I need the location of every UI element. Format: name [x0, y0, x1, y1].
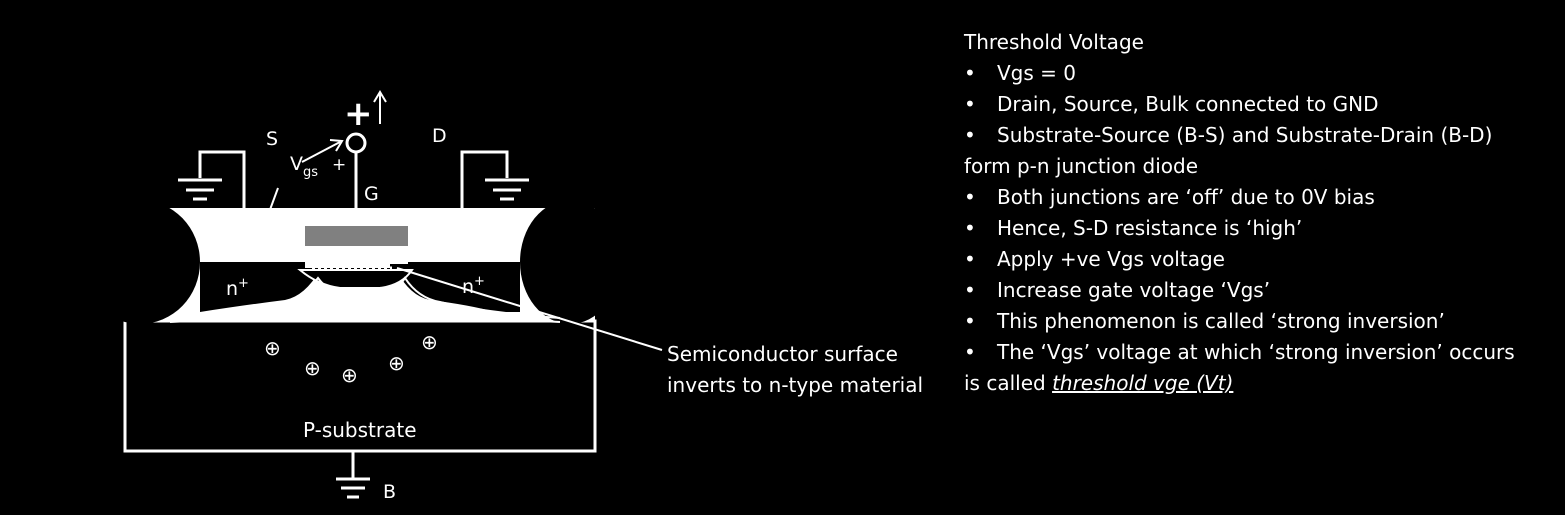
n-right-sup: + [474, 274, 485, 289]
drain-wire [460, 150, 509, 262]
plus-terminal-label: + [344, 94, 373, 134]
bullet-icon: • [964, 216, 976, 240]
annotation-line-1: Semiconductor surface [667, 342, 898, 366]
notes-title: Threshold Voltage [964, 30, 1144, 54]
bullet-text: Both junctions are ‘off’ due to 0V bias [997, 185, 1375, 209]
list-item: •The ‘Vgs’ voltage at which ‘strong inve… [964, 337, 1524, 399]
hole-icon: ⊕ [421, 330, 438, 354]
notes-panel: Threshold Voltage • Vgs = 0 • Drain, Sourc… [964, 27, 1524, 399]
bullet-icon: • [964, 309, 976, 333]
bullet-icon: • [964, 123, 976, 147]
list-item: • Increase gate voltage ‘Vgs’ [964, 275, 1524, 306]
bullet-text: The ‘Vgs’ voltage at which ‘strong inver… [964, 340, 1515, 395]
n-plus-and-channel-region [200, 262, 520, 312]
source-wire [198, 150, 246, 262]
source-label: S [266, 128, 278, 150]
n-plus-left-label: n+ [226, 276, 249, 300]
vgs-label: Vgs [290, 153, 318, 180]
bullet-icon: • [964, 61, 976, 85]
threshold-term: threshold vge (Vt) [1052, 371, 1234, 395]
list-item: • Vgs = 0 [964, 58, 1524, 89]
n-right-text: n [462, 276, 474, 298]
right-contact [520, 200, 620, 324]
plus-polarity-label: + [332, 155, 346, 175]
gate-charges: +++++++ [310, 211, 413, 231]
bullet-text: This phenomenon is called ‘strong invers… [997, 309, 1445, 333]
annotation-pointer [396, 267, 663, 351]
bullet-text: Drain, Source, Bulk connected to GND [997, 92, 1379, 116]
n-plus-right-label: n+ [462, 274, 485, 298]
mosfet-cross-section-diagram: S D G B Vgs + + - +++++++ n+ n+ P-substr… [80, 90, 924, 503]
vgs-label-subscript: gs [303, 165, 318, 180]
gate-terminal [345, 132, 367, 154]
list-item: •Substrate-Source (B-S) and Substrate-Dr… [964, 120, 1524, 182]
vgs-down-arrow-icon [263, 187, 279, 227]
gate-oxide [305, 244, 408, 264]
list-item: • Both junctions are ‘off’ due to 0V bias [964, 182, 1524, 213]
list-item: • Drain, Source, Bulk connected to GND [964, 89, 1524, 120]
depletion-boundary [169, 276, 561, 319]
hole-icon: ⊕ [341, 363, 358, 387]
annotation-line-2: inverts to n-type material [667, 373, 923, 397]
left-contact [80, 200, 200, 324]
drain-label: D [432, 125, 447, 147]
n-left-text: n [226, 278, 238, 300]
bullet-text: Hence, S-D resistance is ‘high’ [997, 216, 1303, 240]
bullet-icon: • [964, 247, 976, 271]
bullet-icon: • [964, 92, 976, 116]
list-item: • This phenomenon is called ‘strong inver… [964, 306, 1524, 337]
vgs-down-arrow-head [258, 215, 272, 230]
inversion-channel [297, 269, 414, 289]
notes-list: • Vgs = 0 • Drain, Source, Bulk connected … [964, 58, 1524, 399]
bullet-icon: • [964, 278, 976, 302]
gate-label: G [364, 183, 379, 205]
list-item: • Apply +ve Vgs voltage [964, 244, 1524, 275]
n-left-sup: + [238, 276, 249, 291]
hole-icon: ⊕ [264, 336, 281, 360]
bullet-text: Substrate-Source (B-S) and Substrate-Dra… [964, 123, 1493, 178]
bullet-icon: • [964, 185, 976, 209]
vgs-arrow-icon [301, 141, 341, 163]
bullet-text: Increase gate voltage ‘Vgs’ [997, 278, 1271, 302]
gate-electrode [305, 226, 408, 246]
bullet-text: Vgs = 0 [997, 61, 1076, 85]
hole-icon: ⊕ [304, 356, 321, 380]
vgs-arrow-head [329, 139, 344, 152]
substrate-label: P-substrate [303, 418, 417, 442]
vgs-label-main: V [290, 153, 303, 175]
increase-arrow-head [373, 90, 387, 103]
body-label: B [383, 481, 396, 503]
bullet-text: Apply +ve Vgs voltage [997, 247, 1225, 271]
depletion-boundary-outer [169, 286, 561, 323]
minus-polarity-label: - [256, 231, 263, 255]
bullet-icon: • [964, 340, 976, 364]
hole-icon: ⊕ [388, 351, 405, 375]
list-item: • Hence, S-D resistance is ‘high’ [964, 213, 1524, 244]
